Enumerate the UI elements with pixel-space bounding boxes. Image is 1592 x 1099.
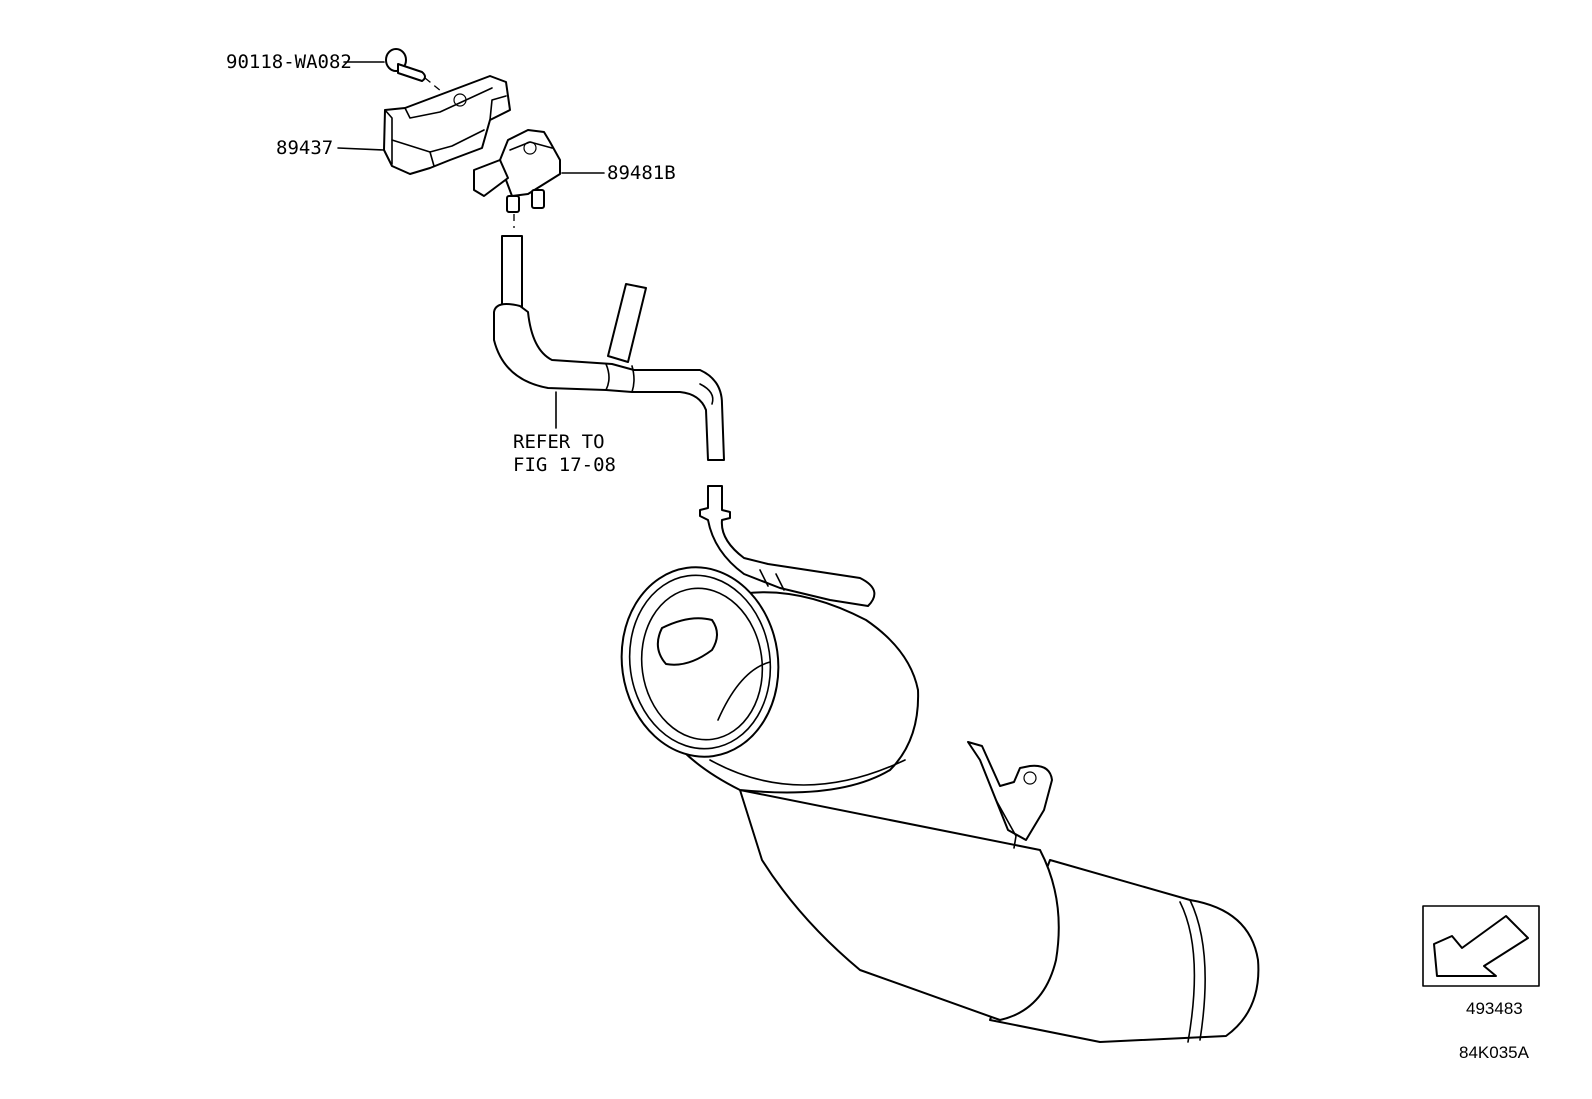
front-arrow-icon: [1433, 915, 1529, 977]
leader-bracket: [337, 147, 385, 151]
part-number-bracket[interactable]: 89437: [276, 137, 333, 159]
refer-note-line-2: FIG 17-08: [513, 454, 616, 476]
orientation-indicator: [1422, 905, 1540, 987]
part-number-bolt[interactable]: 90118-WA082: [226, 51, 352, 73]
sensor-pipe: [699, 485, 876, 607]
hose-assembly[interactable]: [493, 235, 725, 461]
figure-id: 84K035A: [1459, 1043, 1530, 1062]
bracket-part[interactable]: [383, 75, 511, 175]
refer-note-line-1: REFER TO: [513, 431, 605, 453]
dpf-converter-body: [620, 566, 1260, 1043]
part-number-sensor[interactable]: 89481B: [607, 162, 676, 184]
orientation-code: 493483: [1466, 999, 1523, 1018]
pressure-sensor-part[interactable]: [473, 129, 561, 228]
orientation-box: [1422, 905, 1540, 987]
bolt-part[interactable]: [385, 48, 448, 97]
